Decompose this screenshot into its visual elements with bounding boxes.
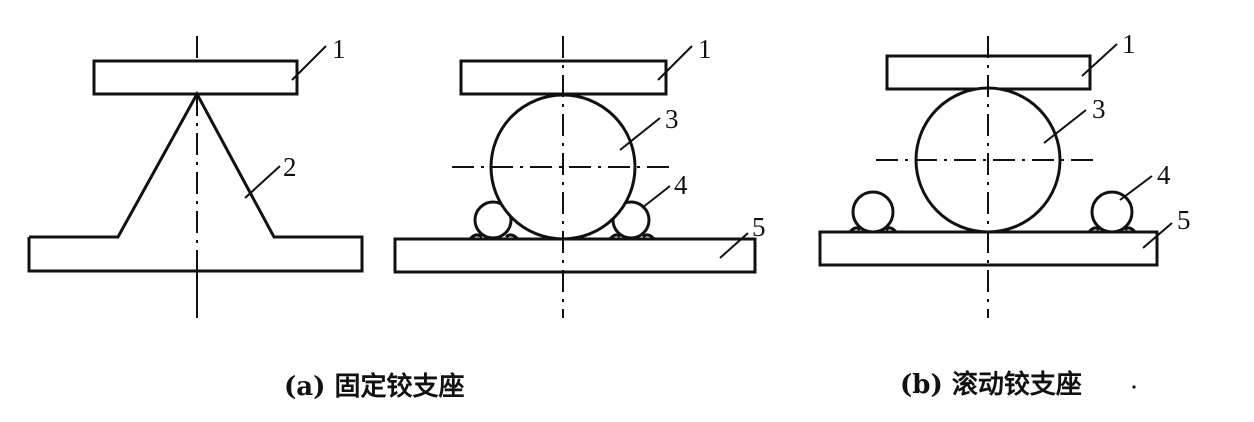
top-plate bbox=[92, 59, 299, 96]
part-number-3: 3 bbox=[1092, 94, 1106, 124]
part-number-1: 1 bbox=[1122, 29, 1136, 59]
weld-right bbox=[1087, 226, 1137, 234]
part-number-5: 5 bbox=[752, 212, 766, 242]
leader-line-5 bbox=[1142, 222, 1173, 249]
weld-right bbox=[608, 233, 656, 241]
part-number-5: 5 bbox=[1177, 205, 1191, 235]
weld-left bbox=[848, 226, 898, 234]
part-number-3: 3 bbox=[665, 104, 679, 134]
small-roller-left bbox=[851, 190, 895, 234]
caption-rolling-hinge-support: (b) 滚动铰支座 bbox=[900, 370, 1082, 400]
small-roller-right bbox=[1090, 190, 1134, 234]
rolling-hinge-figure bbox=[818, 36, 1173, 318]
leader-line-2 bbox=[244, 165, 281, 199]
base-plate bbox=[393, 237, 757, 274]
leader-line-5 bbox=[719, 232, 749, 259]
leader-line-1 bbox=[657, 45, 693, 81]
part-number-4: 4 bbox=[674, 170, 688, 200]
part-number-1: 1 bbox=[698, 34, 712, 64]
part-number-2: 2 bbox=[283, 152, 297, 182]
part-number-4: 4 bbox=[1157, 160, 1171, 190]
leader-line-4 bbox=[641, 185, 671, 209]
leader-line-3 bbox=[619, 117, 661, 151]
leader-line-4 bbox=[1119, 175, 1153, 201]
leader-line-3 bbox=[1043, 109, 1087, 144]
support-body bbox=[27, 90, 364, 273]
fixed-hinge-triangle-figure bbox=[27, 36, 364, 318]
caption-fixed-hinge-support: (a) 固定铰支座 bbox=[284, 372, 465, 402]
stray-dot bbox=[1132, 385, 1136, 389]
part-number-labels: 1 2 1 3 4 5 1 3 4 5 bbox=[283, 29, 1191, 242]
weld-left bbox=[468, 233, 520, 241]
small-roller-left bbox=[473, 200, 513, 240]
part-number-1: 1 bbox=[332, 34, 346, 64]
fixed-hinge-roller-figure bbox=[393, 36, 757, 318]
leader-line-1 bbox=[291, 45, 327, 81]
leader-line-1 bbox=[1081, 43, 1118, 77]
